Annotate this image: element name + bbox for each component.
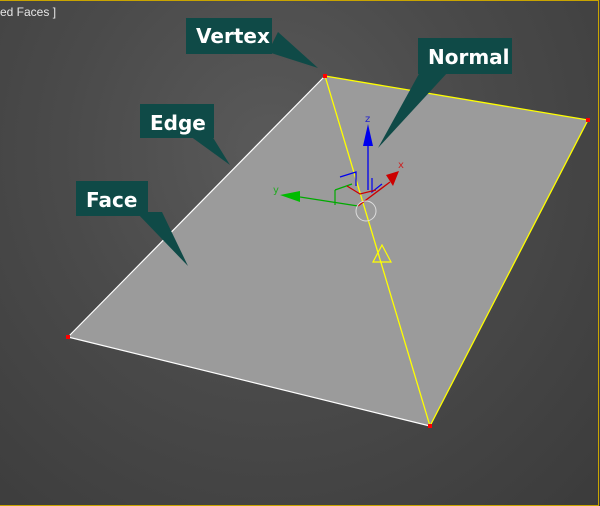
gizmo-x-axis[interactable] xyxy=(357,181,391,207)
plane-edge-bottom[interactable] xyxy=(67,336,431,427)
vertex-bottom-left[interactable] xyxy=(66,335,70,339)
gizmo-z-label: z xyxy=(365,114,370,125)
gizmo-y-arrow-icon[interactable] xyxy=(280,191,300,202)
plane-edge-diagonal[interactable] xyxy=(324,75,431,427)
plane-edge-top[interactable] xyxy=(324,75,589,121)
gizmo-z-arrow-icon[interactable] xyxy=(363,124,373,146)
callout-vertex-label: Vertex xyxy=(196,24,270,48)
callout-edge-box xyxy=(140,104,214,138)
vertex-top-left[interactable] xyxy=(323,74,327,78)
callout-face-label: Face xyxy=(86,188,137,212)
callout-normal-label: Normal xyxy=(428,45,510,69)
callout-vertex: Vertex xyxy=(186,18,318,68)
callout-vertex-box xyxy=(186,18,272,54)
gizmo-center-handle[interactable] xyxy=(355,200,377,222)
edge-midpoint-marker xyxy=(372,243,392,263)
callout-normal-box xyxy=(418,38,512,74)
vertex-bottom-right[interactable] xyxy=(428,424,432,428)
transform-gizmo[interactable]: z y x xyxy=(273,114,404,222)
callout-normal: Normal xyxy=(378,38,512,148)
viewport-label[interactable]: ed Faces ] xyxy=(0,5,57,19)
callout-edge-label: Edge xyxy=(150,111,206,135)
callout-edge-pointer xyxy=(190,136,230,165)
gizmo-plane-handle-yz[interactable] xyxy=(339,171,357,186)
callout-edge: Edge xyxy=(140,104,230,165)
plane-edge-right[interactable] xyxy=(429,119,589,427)
gizmo-x-arrow-icon[interactable] xyxy=(386,171,399,186)
callout-face: Face xyxy=(76,181,188,266)
gizmo-y-label: y xyxy=(273,185,279,196)
callout-vertex-pointer xyxy=(268,32,318,68)
gizmo-plane-handle-red[interactable] xyxy=(346,185,377,195)
callout-face-pointer xyxy=(136,212,188,266)
callout-face-box xyxy=(76,181,148,216)
gizmo-y-axis[interactable] xyxy=(299,196,359,207)
gizmo-plane-handle-xy[interactable] xyxy=(334,183,353,205)
vertex-top-right[interactable] xyxy=(586,118,590,122)
gizmo-plane-handle-xz[interactable] xyxy=(371,178,383,194)
plane-edge-left[interactable] xyxy=(67,75,326,338)
plane-face[interactable] xyxy=(68,76,588,426)
gizmo-x-label: x xyxy=(398,160,404,171)
callout-normal-pointer xyxy=(378,72,448,148)
